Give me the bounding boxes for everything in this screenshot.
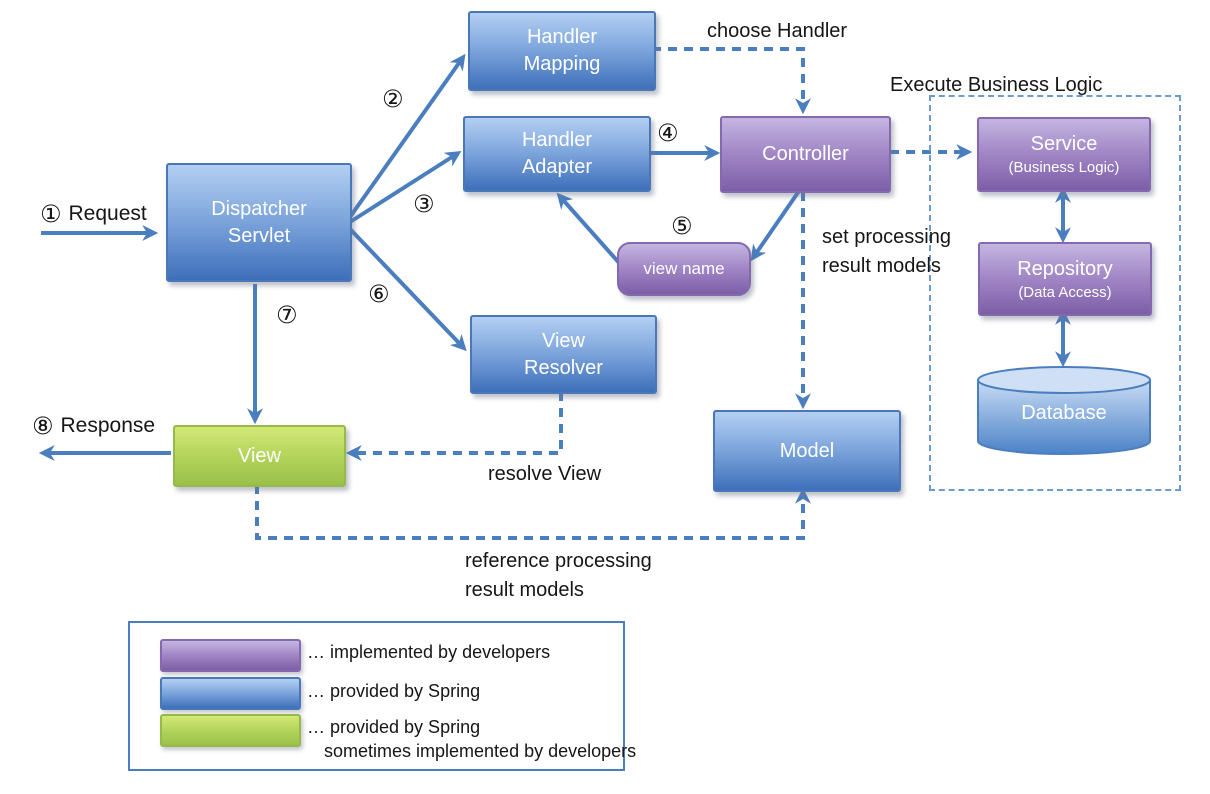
legend-swatch-provided-by-spring <box>160 677 301 710</box>
step-7-badge: ⑦ <box>276 301 298 329</box>
node-view-name: view name <box>617 242 751 296</box>
database-cylinder-top <box>977 366 1151 394</box>
reference-processing-label-line2: result models <box>465 579 584 601</box>
step-3-badge: ③ <box>413 190 435 218</box>
database-cylinder-body <box>977 380 1151 455</box>
node-view: View <box>173 425 346 487</box>
response-text: Response <box>60 414 156 437</box>
step-4-badge: ④ <box>657 119 679 147</box>
legend-label-2: … provided by Spring <box>307 681 481 701</box>
arrow-step2-to-handler-mapping <box>348 53 466 219</box>
node-sublabel: (Data Access) <box>1018 283 1112 301</box>
arrow-controller-to-view-name <box>750 189 801 262</box>
node-handler-mapping: Handler Mapping <box>468 11 656 91</box>
request-label: ① Request <box>40 200 147 228</box>
legend-label-3-line1: … provided by Spring <box>307 717 481 737</box>
node-database-label: Database <box>1021 402 1107 424</box>
node-label: Model <box>779 439 835 462</box>
node-label: Adapter <box>521 156 593 178</box>
node-label: Mapping <box>523 53 601 75</box>
execute-business-logic-label: Execute Business Logic <box>890 74 1103 96</box>
legend-label-1: … implemented by developers <box>307 642 551 662</box>
node-label: Handler <box>521 129 593 151</box>
node-sublabel: (Business Logic) <box>1008 159 1120 176</box>
node-service: Service (Business Logic) <box>977 117 1151 192</box>
node-label: View <box>542 329 585 352</box>
business-logic-container <box>929 95 1181 491</box>
set-processing-label-line1: set processing <box>822 226 951 248</box>
node-label: Dispatcher <box>211 197 307 220</box>
node-label: Repository <box>1017 257 1113 280</box>
dashed-arrow-resolve-view <box>345 392 563 461</box>
resolve-view-label: resolve View <box>488 463 602 485</box>
arrow-view-name-to-handler-adapter <box>556 192 623 267</box>
response-label: ⑧ Response <box>32 412 155 440</box>
step-2-badge: ② <box>382 85 404 113</box>
node-label: View <box>238 444 281 467</box>
node-label: Servlet <box>227 224 291 247</box>
dashed-arrow-choose-handler <box>652 47 811 115</box>
node-model: Model <box>713 410 901 492</box>
node-repository: Repository (Data Access) <box>978 242 1152 316</box>
arrow-step6-to-view-resolver <box>348 227 467 352</box>
node-dispatcher-servlet: Dispatcher Servlet <box>166 163 352 282</box>
dashed-arrow-reference-models <box>255 485 811 540</box>
node-label: Handler <box>526 26 598 48</box>
legend-label-3-line2: sometimes implemented by developers <box>324 741 637 761</box>
node-label: Service <box>1030 133 1098 155</box>
legend-swatch-implemented-by-developers <box>160 639 301 672</box>
request-text: Request <box>68 202 147 225</box>
legend-box: … implemented by developers … provided b… <box>128 621 636 771</box>
node-handler-adapter: Handler Adapter <box>463 116 651 192</box>
arrow-step3-to-handler-adapter <box>348 150 462 224</box>
set-processing-label-line2: result models <box>822 255 941 277</box>
step-1-badge: ① <box>40 200 62 228</box>
node-label: Controller <box>762 143 849 165</box>
reference-processing-label-line1: reference processing <box>465 550 652 572</box>
step-8-badge: ⑧ <box>32 412 54 440</box>
node-label: view name <box>643 259 725 278</box>
node-controller: Controller <box>720 116 891 193</box>
node-label: Resolver <box>524 356 603 379</box>
step-6-badge: ⑥ <box>368 280 390 308</box>
node-view-resolver: View Resolver <box>470 315 657 394</box>
step-5-badge: ⑤ <box>671 212 693 240</box>
database-cylinder <box>977 366 1151 455</box>
choose-handler-label: choose Handler <box>707 20 848 42</box>
legend-swatch-provided-sometimes-implemented <box>160 714 301 747</box>
